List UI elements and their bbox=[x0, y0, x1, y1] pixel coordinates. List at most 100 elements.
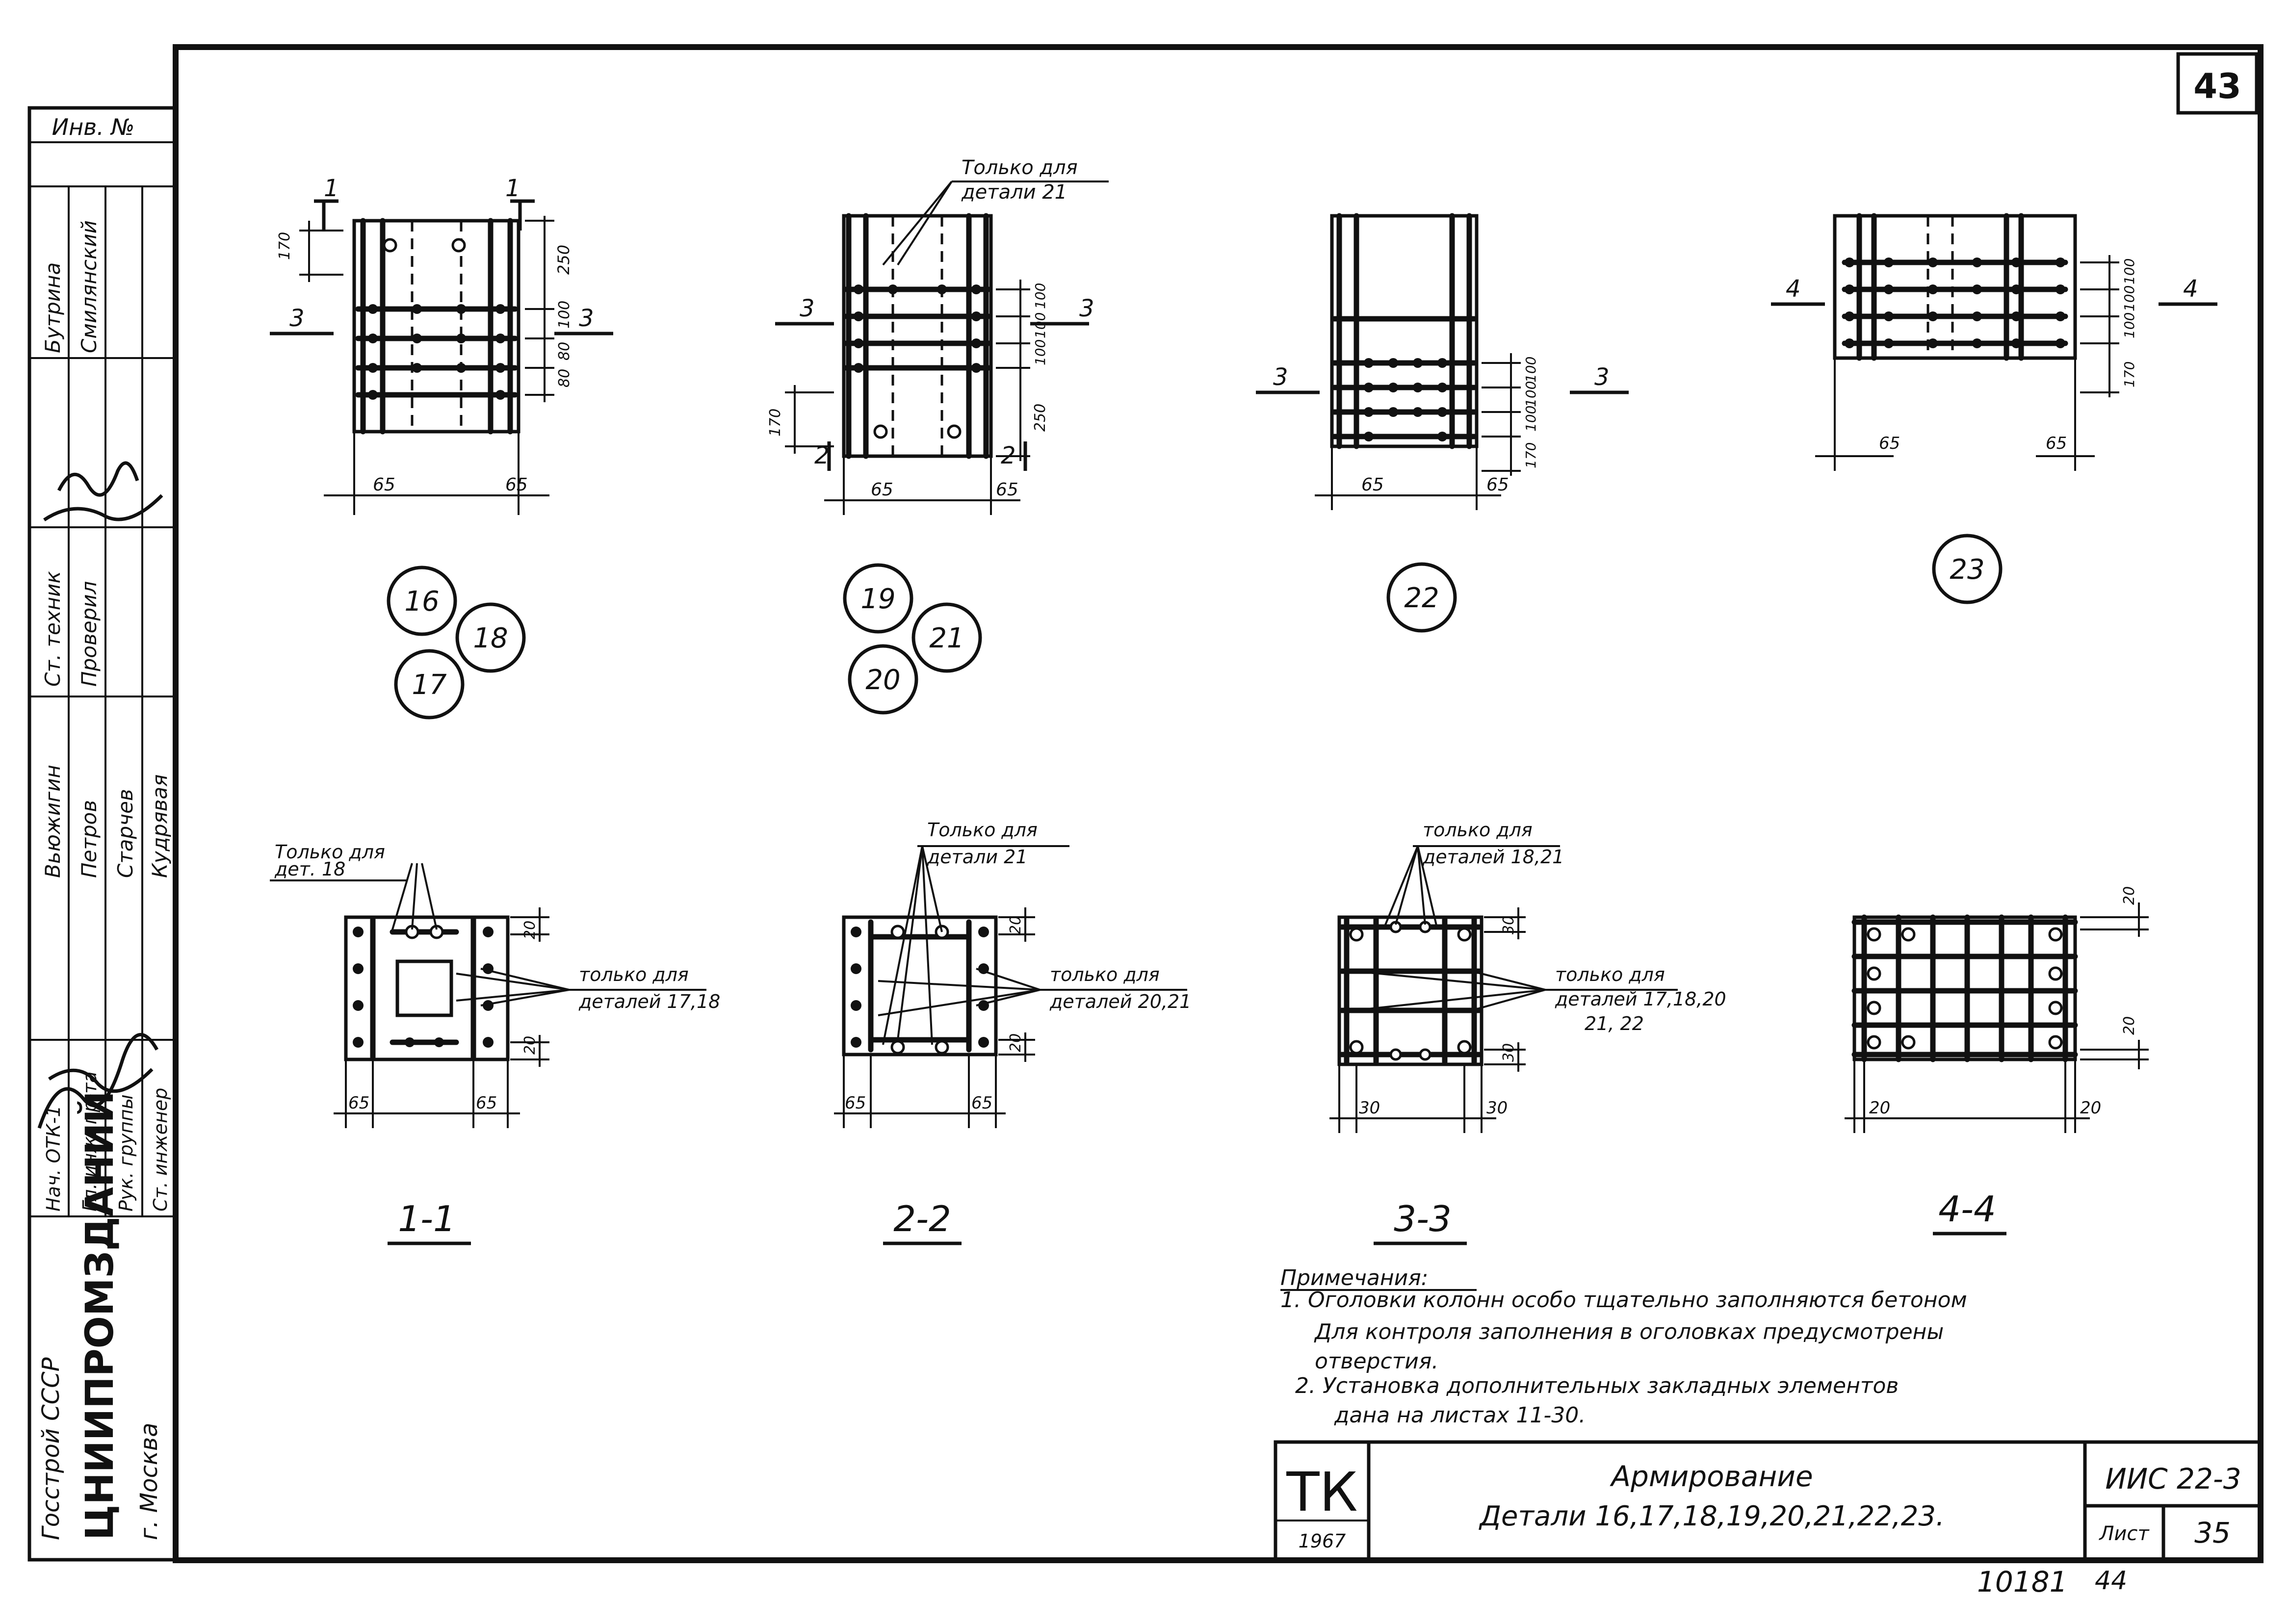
callout-text: 21, 22 bbox=[1585, 1013, 1644, 1034]
stamp-name-butrina: Бутрина bbox=[41, 262, 65, 353]
stamp-role-nach-otk: Нач. ОТК-1 bbox=[43, 1106, 64, 1212]
section-label: 1-1 bbox=[398, 1198, 456, 1239]
dim-label: 170 bbox=[767, 409, 784, 437]
archive-number: 10181 bbox=[1977, 1565, 2068, 1598]
dim-label: 65 bbox=[505, 475, 528, 495]
dim-label: 100 bbox=[1032, 339, 1048, 365]
section-mark: 3 bbox=[1079, 295, 1094, 322]
note-line: 2. Установка дополнительных закладных эл… bbox=[1295, 1373, 1899, 1398]
dim-label: 65 bbox=[1361, 475, 1384, 495]
dim-label: 100 bbox=[1523, 381, 1539, 407]
left-stamp: Инв. № Бутрина Смилянский Ст. техник Про… bbox=[27, 106, 178, 1562]
dim-label: 30 bbox=[1500, 916, 1517, 934]
callout-text: детали 21 bbox=[927, 846, 1028, 868]
dim-label: 170 bbox=[2121, 361, 2137, 387]
section-mark: 3 bbox=[800, 295, 815, 322]
dim-label: 65 bbox=[476, 1093, 497, 1113]
dim-label: 100 bbox=[1032, 283, 1048, 309]
callout-text: только для bbox=[579, 964, 689, 985]
detail-callouts: 16 18 17 19 21 20 22 23 bbox=[387, 534, 2003, 720]
stamp-name-smilyansky: Смилянский bbox=[77, 220, 101, 353]
sheet-number: 43 bbox=[2193, 66, 2241, 106]
stamp-name-kudryavaya: Кудрявая bbox=[148, 774, 172, 878]
detail-number: 20 bbox=[865, 664, 900, 696]
section-mark: 3 bbox=[579, 305, 594, 332]
dim-label: 250 bbox=[1032, 404, 1049, 432]
note-line: отверстия. bbox=[1315, 1349, 1438, 1374]
stamp-role-st-tekhnik: Ст. техник bbox=[41, 571, 65, 687]
section-mark: 4 bbox=[2183, 275, 2198, 303]
drawing-title: Армирование bbox=[1609, 1460, 1813, 1493]
callout-text: детали 21 bbox=[961, 181, 1067, 204]
dim-label: 20 bbox=[2121, 1016, 2138, 1035]
tk-mark: ТК bbox=[1286, 1461, 1357, 1523]
dim-label: 30 bbox=[1486, 1098, 1508, 1118]
stamp-name-vyuzhigin: Вьюжигин bbox=[41, 765, 65, 878]
stamp-role-proveril: Проверил bbox=[77, 581, 101, 687]
dim-label: 100 bbox=[556, 301, 573, 329]
detail-19-20-21: Только для детали 21 65 65 100 100 100 2… bbox=[767, 156, 1109, 515]
detail-number: 16 bbox=[404, 586, 439, 618]
dim-label: 100 bbox=[1523, 357, 1539, 383]
section-mark: 1 bbox=[505, 175, 520, 202]
inv-label: Инв. № bbox=[52, 114, 135, 140]
stamp-role-ruk-gruppy: Рук. группы bbox=[115, 1094, 137, 1212]
dim-label: 65 bbox=[348, 1093, 369, 1113]
callout-text: деталей 17,18,20 bbox=[1555, 988, 1726, 1010]
detail-number: 23 bbox=[1950, 554, 1984, 586]
callout-text: деталей 17,18 bbox=[578, 991, 720, 1012]
dim-label: 65 bbox=[845, 1093, 866, 1113]
dim-label: 65 bbox=[871, 480, 893, 500]
org-institute: ЦНИИПРОМЗДАНИЙ bbox=[77, 1091, 122, 1540]
dim-label: 20 bbox=[1007, 916, 1024, 934]
dim-label: 20 bbox=[521, 921, 539, 939]
section-label: 3-3 bbox=[1394, 1198, 1452, 1239]
detail-number: 21 bbox=[929, 622, 964, 654]
section-mark: 2 bbox=[814, 442, 830, 469]
archive-suffix: 44 bbox=[2095, 1566, 2127, 1596]
section-2-2: Только для детали 21 только для деталей … bbox=[834, 819, 1191, 1245]
stamp-name-petrov: Петров bbox=[77, 800, 101, 878]
callout-text: только для bbox=[1555, 964, 1665, 985]
org-ministry: Госстрой СССР bbox=[37, 1357, 65, 1540]
detail-number: 22 bbox=[1404, 582, 1439, 614]
detail-16-17-18: 65 65 250 100 80 80 170 1 1 3 3 bbox=[270, 175, 613, 515]
title-year: 1967 bbox=[1299, 1530, 1346, 1552]
section-mark: 3 bbox=[1594, 363, 1610, 391]
stamp-role-gl-inzh: Гл. инж. пр-та bbox=[79, 1071, 101, 1212]
section-label: 2-2 bbox=[893, 1198, 951, 1239]
detail-23: 65 65 100 100 100 170 4 4 bbox=[1771, 213, 2217, 471]
notes-block: Примечания: 1. Оголовки колонн особо тща… bbox=[1280, 1265, 1967, 1428]
detail-22: 65 65 100 100 100 170 3 3 bbox=[1256, 213, 1629, 510]
section-mark: 3 bbox=[289, 305, 305, 332]
signature bbox=[43, 461, 163, 521]
notes-heading: Примечания: bbox=[1280, 1265, 1429, 1290]
dim-label: 170 bbox=[1523, 442, 1539, 468]
series-code: ИИС 22-3 bbox=[2105, 1462, 2241, 1495]
dim-label: 20 bbox=[2080, 1098, 2101, 1118]
title-block: ТК 1967 Армирование Детали 16,17,18,19,2… bbox=[1274, 1440, 2263, 1562]
dim-label: 65 bbox=[2046, 434, 2067, 453]
detail-number: 19 bbox=[860, 583, 895, 615]
stamp-role-st-inzhener: Ст. инженер bbox=[150, 1088, 171, 1212]
callout-text: деталей 20,21 bbox=[1049, 991, 1191, 1012]
footer: 10181 44 bbox=[1977, 1565, 2127, 1598]
org-city: г. Москва bbox=[135, 1422, 163, 1540]
dim-label: 250 bbox=[554, 245, 573, 275]
dim-label: 65 bbox=[1486, 475, 1509, 495]
stamp-name-starchev: Старчев bbox=[113, 789, 137, 878]
dim-label: 100 bbox=[1523, 406, 1539, 432]
dim-label: 80 bbox=[556, 342, 573, 361]
callout-text: дет. 18 bbox=[274, 858, 345, 880]
callout-text: только для bbox=[1050, 964, 1160, 985]
section-mark: 1 bbox=[324, 175, 339, 202]
note-line: Для контроля заполнения в оголовках пред… bbox=[1314, 1319, 1944, 1344]
dim-label: 30 bbox=[1500, 1043, 1517, 1062]
dim-label: 65 bbox=[996, 480, 1018, 500]
detail-number: 18 bbox=[473, 622, 508, 654]
callout-text: Только для bbox=[275, 841, 385, 863]
dim-label: 30 bbox=[1359, 1098, 1380, 1118]
dim-label: 80 bbox=[556, 369, 573, 387]
note-line: дана на листах 11-30. bbox=[1334, 1403, 1586, 1428]
